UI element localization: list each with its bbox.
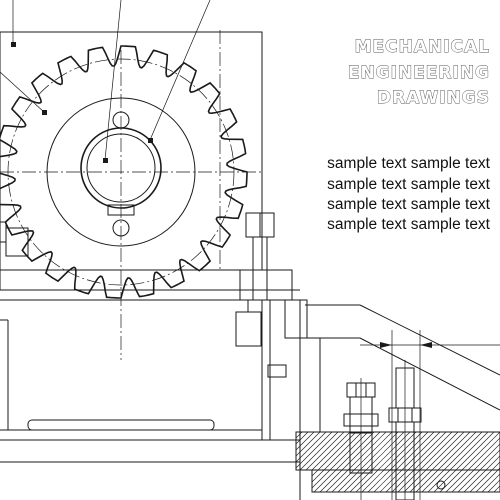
- hatch-line: [305, 431, 345, 471]
- hatch-line: [319, 469, 343, 493]
- hatch-line: [359, 431, 399, 471]
- hatch-line: [383, 431, 423, 471]
- hatch-line: [425, 431, 465, 471]
- hatch-line: [299, 431, 339, 471]
- anchor-bolt-left: [343, 378, 379, 500]
- hatch-line: [461, 431, 500, 471]
- anchor-bolt-right: [388, 360, 422, 500]
- hatch-line: [295, 431, 327, 463]
- housing-bolt-upper: [245, 212, 275, 300]
- hatch-line: [437, 431, 477, 471]
- hatch-line: [473, 443, 500, 471]
- hatch-line: [311, 469, 319, 477]
- hatch-line: [463, 469, 487, 493]
- hatch-line: [449, 431, 489, 471]
- right-support: [299, 300, 500, 500]
- hatch-line: [379, 469, 403, 493]
- hatch-line: [401, 431, 441, 471]
- sample-text-block: sample text sample text sample text samp…: [312, 150, 497, 233]
- hatch-line: [397, 469, 421, 493]
- hatch-line: [395, 431, 435, 471]
- housing-frame: [0, 31, 263, 290]
- hatch-line: [347, 431, 387, 471]
- title-line-3: DRAWINGS: [377, 88, 490, 108]
- hatch-line: [415, 469, 439, 493]
- hatch-line: [295, 431, 315, 451]
- small-hole: [436, 480, 446, 490]
- hatch-line: [295, 431, 309, 445]
- hatch-line: [475, 469, 499, 493]
- hatch-line: [481, 473, 500, 493]
- sample-text-line-3: sample text sample text: [327, 196, 491, 213]
- hatch-line: [373, 469, 397, 493]
- base-hatching: [311, 469, 500, 493]
- hatch-line: [491, 461, 500, 471]
- hatch-line: [361, 469, 385, 493]
- hatch-line: [385, 469, 409, 493]
- hatch-line: [451, 469, 475, 493]
- sample-text-line-2: sample text sample text: [327, 176, 491, 193]
- hatch-line: [469, 469, 493, 493]
- hatch-line: [295, 431, 333, 469]
- hatch-line: [353, 431, 393, 471]
- sample-text-line-4: sample text sample text: [327, 216, 491, 233]
- sample-text-background: [312, 150, 497, 232]
- hatch-line: [493, 485, 500, 493]
- title-block: MECHANICAL ENGINEERING DRAWINGS: [347, 37, 490, 109]
- hatch-line: [335, 431, 375, 471]
- hatch-line: [325, 469, 349, 493]
- hatch-line: [403, 469, 427, 493]
- hatch-line: [431, 431, 471, 471]
- hatch-line: [371, 431, 411, 471]
- hatch-line: [457, 469, 481, 493]
- hatch-line: [455, 431, 495, 471]
- hatch-line: [419, 431, 459, 471]
- hatch-line: [413, 431, 453, 471]
- hatch-line: [467, 437, 500, 471]
- hatch-line: [445, 469, 469, 493]
- centre-lines: [0, 30, 262, 360]
- title-line-2: ENGINEERING: [348, 63, 490, 83]
- hatch-line: [311, 469, 325, 483]
- hatch-line: [331, 469, 355, 493]
- hatch-line: [433, 469, 457, 493]
- base-body: [0, 269, 308, 463]
- hatch-line: [343, 469, 367, 493]
- dimension-marker: [360, 330, 500, 500]
- hatch-line: [487, 479, 500, 493]
- sample-text-line-1: sample text sample text: [327, 155, 491, 172]
- hatch-line: [295, 431, 303, 439]
- hatch-line: [311, 469, 331, 489]
- hatch-line: [329, 431, 369, 471]
- hatch-line: [485, 455, 500, 471]
- title-line-1: MECHANICAL: [355, 37, 490, 57]
- hatch-line: [367, 469, 391, 493]
- hatch-line: [337, 469, 361, 493]
- plate-hatching: [295, 431, 500, 471]
- hatch-line: [355, 469, 379, 493]
- hatch-line: [313, 469, 337, 493]
- hatch-line: [377, 431, 417, 471]
- hatch-line: [421, 469, 445, 493]
- hatch-line: [295, 431, 321, 457]
- hatch-line: [479, 449, 500, 471]
- left-fitting: [0, 221, 29, 257]
- hatch-line: [443, 431, 483, 471]
- hatch-line: [311, 431, 351, 471]
- hatch-line: [323, 431, 363, 471]
- hatch-line: [391, 469, 415, 493]
- flange-plate: [295, 431, 500, 493]
- hatch-line: [409, 469, 433, 493]
